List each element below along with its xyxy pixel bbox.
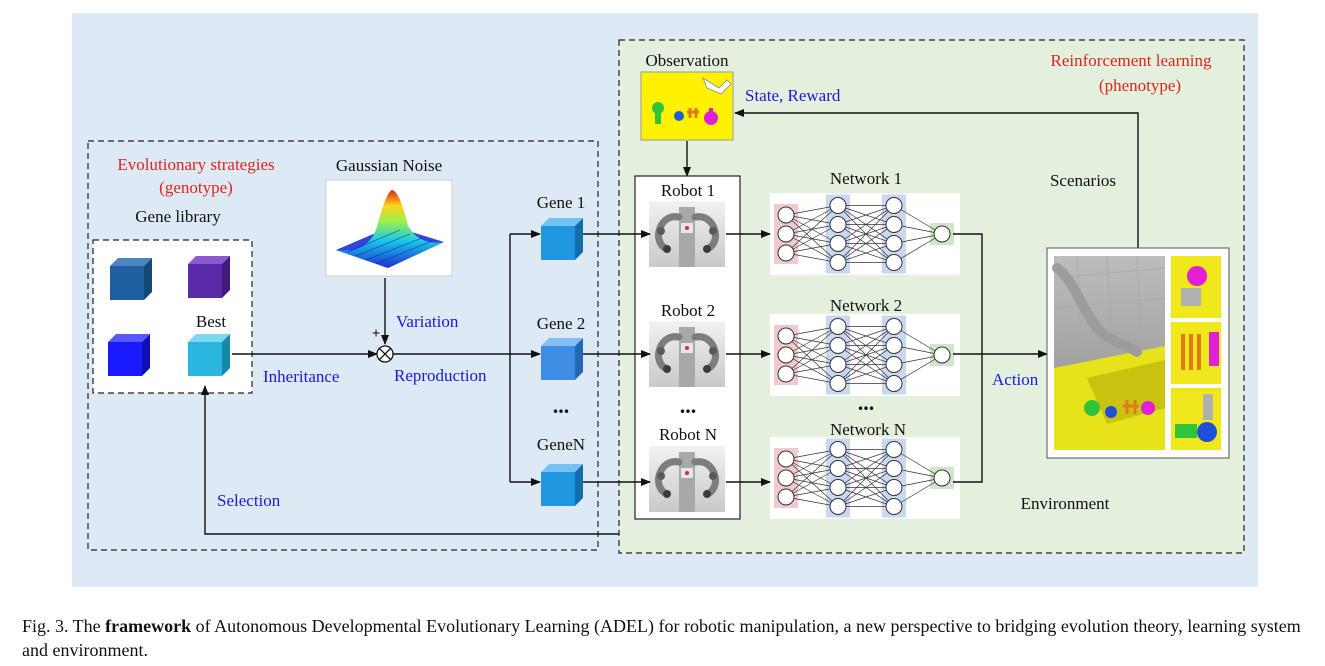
gene-label: GeneN [537, 435, 585, 454]
gene-1-group: Gene 1 [537, 193, 586, 260]
network-node [885, 441, 903, 458]
network-node [829, 197, 847, 214]
network-node [885, 197, 903, 214]
network-node [777, 365, 795, 383]
network-node [933, 346, 951, 364]
selection-label: Selection [217, 491, 281, 510]
network-node [829, 235, 847, 252]
network-node [777, 346, 795, 364]
network-node [777, 469, 795, 487]
network-node [885, 235, 903, 252]
network-node [777, 327, 795, 345]
gaussian-noise-label: Gaussian Noise [336, 156, 442, 175]
evolution-panel [87, 140, 599, 551]
figure-caption: Fig. 3. The framework of Autonomous Deve… [22, 614, 1312, 662]
mixer-symbol [376, 345, 394, 363]
state-reward-arrow [734, 109, 1139, 248]
network-node [885, 216, 903, 233]
network-node [829, 216, 847, 233]
caption-rest: of Autonomous Developmental Evolutionary… [22, 616, 1301, 660]
reproduction-label: Reproduction [394, 366, 487, 385]
network-label: Network 1 [830, 169, 902, 188]
robot-label: Robot 2 [661, 301, 715, 320]
network-node [933, 225, 951, 243]
gene-label: Gene 1 [537, 193, 586, 212]
observation-image [640, 71, 734, 141]
network-node [829, 337, 847, 354]
caption-bold: framework [105, 616, 192, 636]
evolution-title-line1: Evolutionary strategies [117, 155, 274, 174]
network-node [777, 488, 795, 506]
scenarios-image [1046, 247, 1230, 459]
gene-2-group: Gene 2 [537, 314, 586, 380]
variation-label: Variation [396, 312, 459, 331]
gene-label: Gene 2 [537, 314, 586, 333]
action-label: Action [992, 370, 1039, 389]
network-node [829, 356, 847, 373]
gene-n-group: GeneN [537, 435, 585, 506]
network-diagram-1 [770, 193, 960, 275]
best-label: Best [196, 312, 227, 331]
network-node [829, 460, 847, 477]
robot-ellipsis: ... [680, 393, 697, 418]
robot-image [649, 446, 725, 512]
reinforcement-title-line1: Reinforcement learning [1051, 51, 1212, 70]
inheritance-label: Inheritance [263, 367, 339, 386]
network-node [933, 469, 951, 487]
network-node [885, 356, 903, 373]
robot-image [649, 201, 725, 267]
network-node [885, 375, 903, 392]
network-label: Network 2 [830, 296, 902, 315]
network-diagram-3 [770, 437, 960, 519]
robot-image [649, 321, 725, 387]
network-node [885, 479, 903, 496]
evolution-title-line2: (genotype) [159, 178, 233, 197]
network-node [885, 460, 903, 477]
network-node [885, 498, 903, 515]
network-node [777, 244, 795, 262]
network-node [829, 254, 847, 271]
networks-group [770, 193, 960, 519]
cube-dark-blue [110, 258, 152, 300]
cube-best [188, 334, 230, 376]
network-ellipsis: ... [858, 390, 875, 415]
scenarios-label: Scenarios [1050, 171, 1116, 190]
network-diagram-2 [770, 314, 960, 396]
environment-label: Environment [1021, 494, 1110, 513]
network-node [829, 318, 847, 335]
network-node [885, 254, 903, 271]
network-node [777, 450, 795, 468]
network-node [829, 441, 847, 458]
robot-label: Robot N [659, 425, 717, 444]
network-node [885, 318, 903, 335]
robot-label: Robot 1 [661, 181, 715, 200]
caption-prefix: Fig. 3. The [22, 616, 106, 636]
cube-blue [108, 334, 150, 376]
network-node [829, 479, 847, 496]
gaussian-noise-plot [325, 179, 453, 277]
network-label: Network N [830, 420, 906, 439]
plus-sign: + [372, 326, 381, 342]
network-node [777, 206, 795, 224]
network-node [777, 225, 795, 243]
network-node [829, 498, 847, 515]
state-reward-label: State, Reward [745, 86, 841, 105]
reinforcement-title-line2: (phenotype) [1099, 76, 1181, 95]
network-node [885, 337, 903, 354]
observation-label: Observation [645, 51, 729, 70]
gene-ellipsis: ... [553, 393, 570, 418]
network-node [829, 375, 847, 392]
adel-framework-diagram: Evolutionary strategies (genotype) Gene … [72, 13, 1258, 587]
cube-purple [188, 256, 230, 298]
gene-library-label: Gene library [135, 207, 221, 226]
